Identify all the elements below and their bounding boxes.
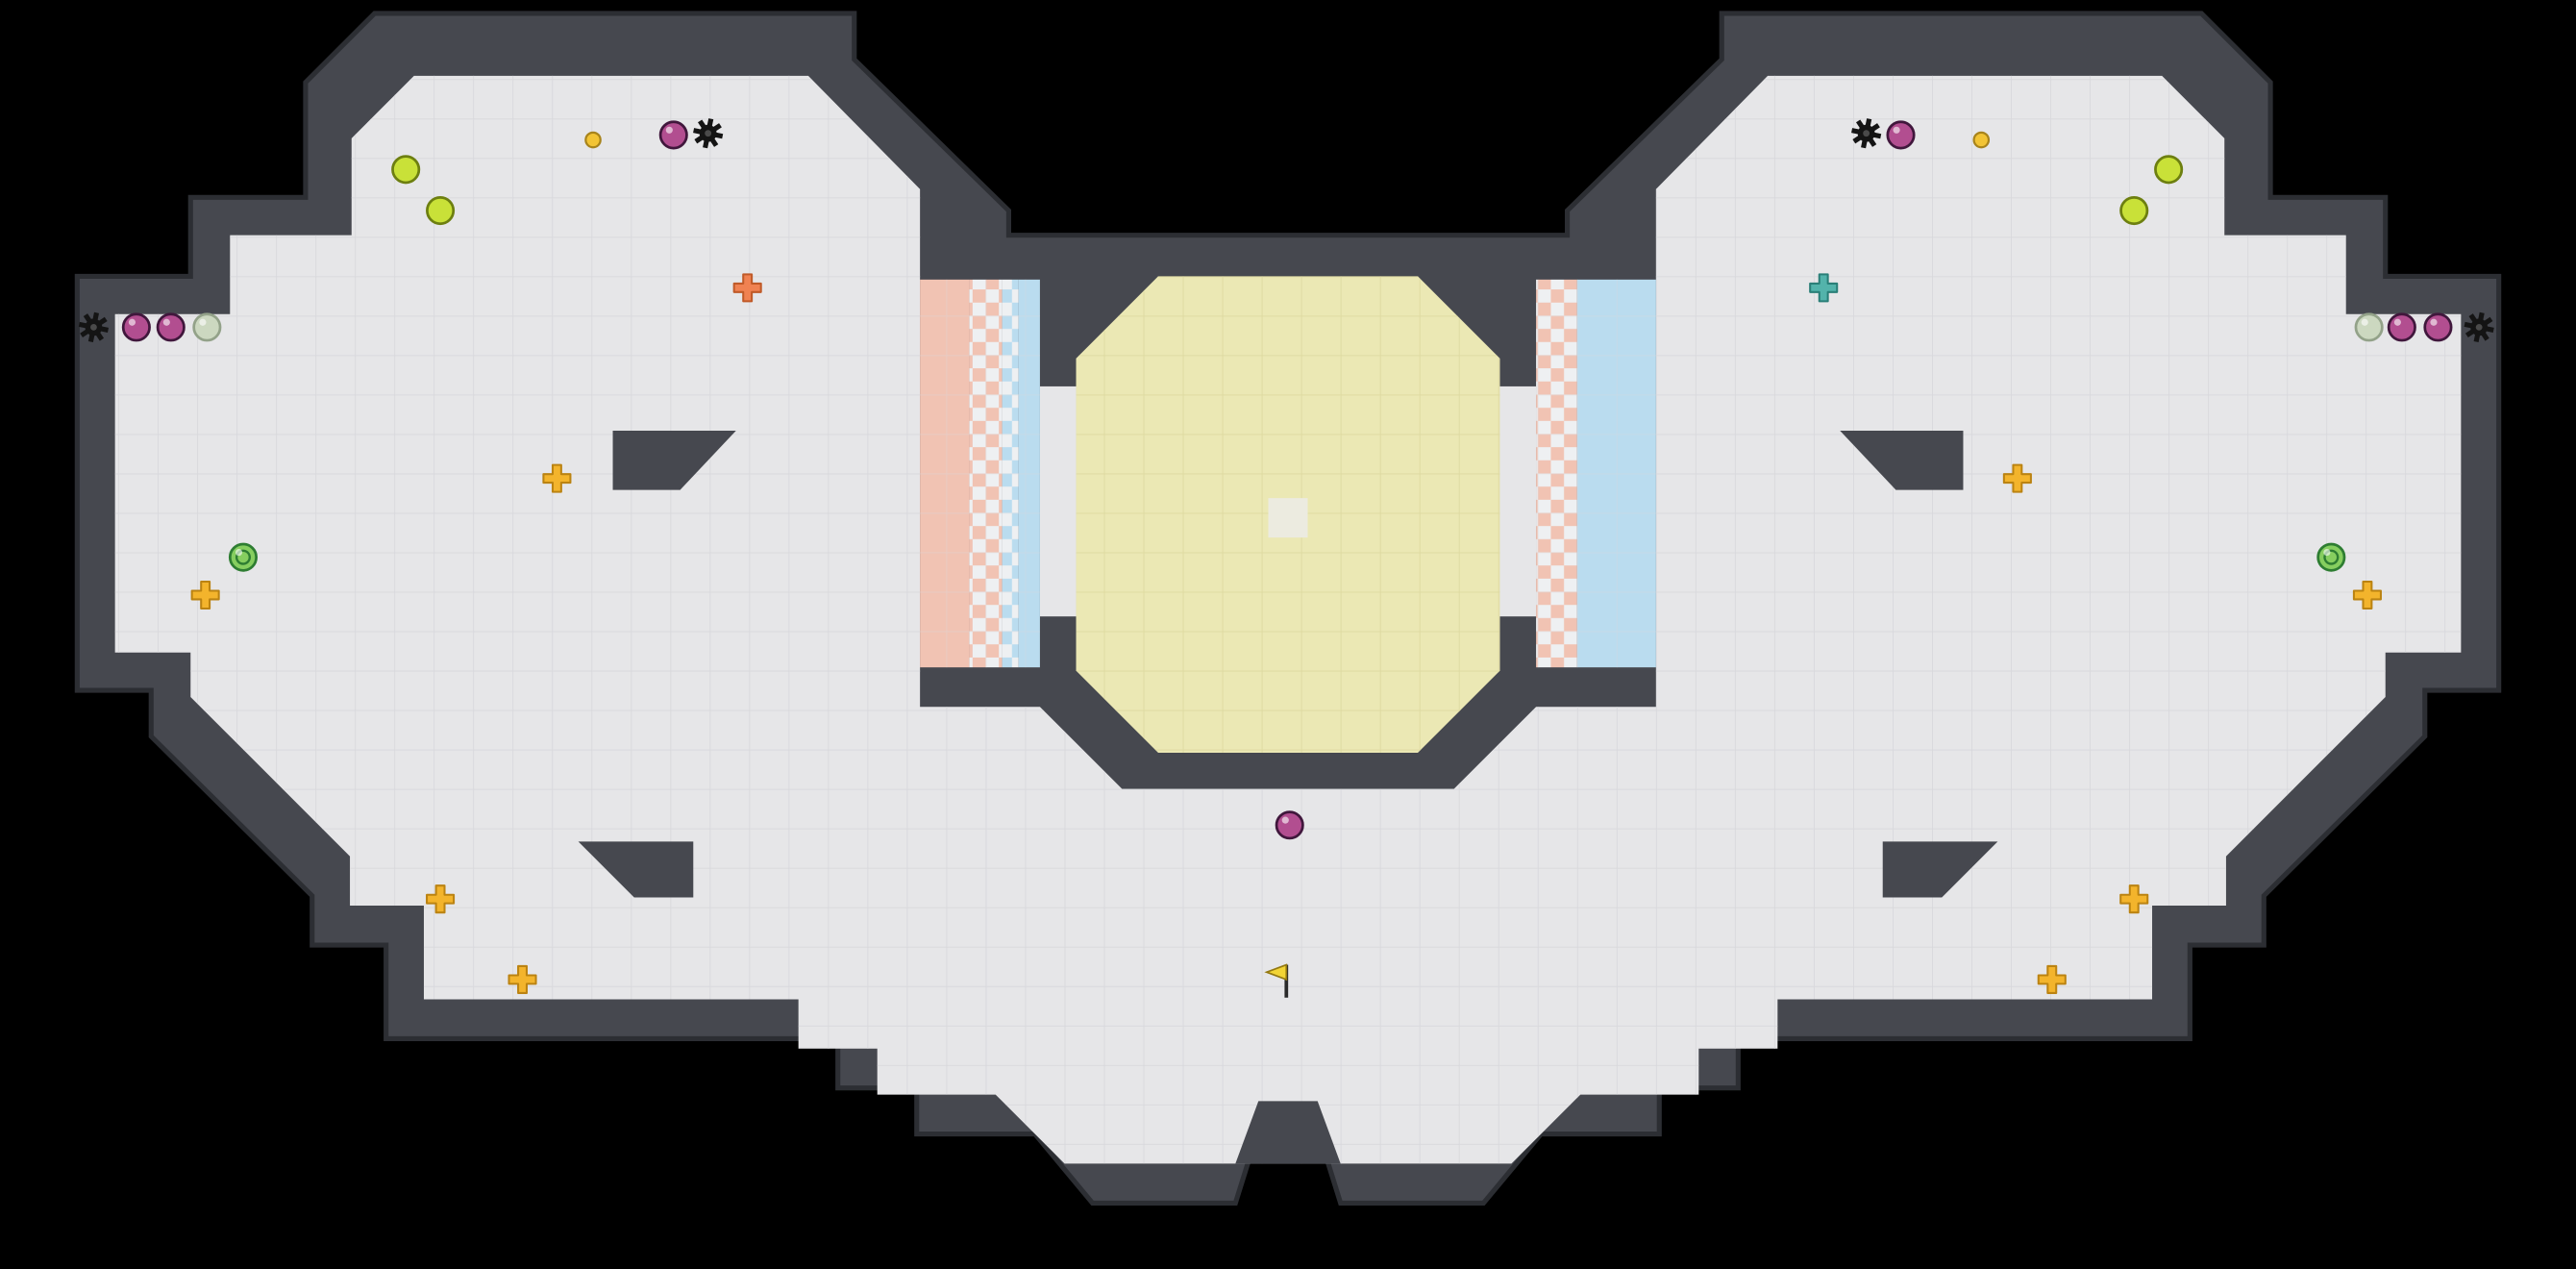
right-upper-wall-stub (1840, 431, 1964, 490)
gold-plus-entity (508, 964, 537, 994)
gold-plus-entity (2352, 580, 2382, 610)
main-floor-grid (114, 75, 2462, 1164)
lime-ball-entity (2119, 195, 2149, 226)
gold-plus-entity (542, 463, 572, 493)
purple-ball-entity (2387, 312, 2416, 342)
mine-entity (693, 118, 724, 149)
corridor-strips (920, 279, 1656, 668)
wall-stubs (578, 431, 1998, 1164)
right-lower-wall-stub (1882, 841, 1998, 898)
lime-ball-entity (2154, 155, 2184, 185)
mine-entity (1851, 118, 1882, 149)
left-lower-wall-stub (578, 841, 694, 898)
green-ball-entity (228, 542, 258, 572)
lime-ball-entity (426, 195, 456, 226)
lime-ball-entity (391, 155, 421, 185)
mine-entity (2464, 311, 2494, 342)
dot-entity (1972, 131, 1991, 149)
gold-plus-entity (426, 884, 456, 914)
gold-plus-entity (2037, 964, 2067, 994)
gold-plus-entity (2002, 463, 2032, 493)
pale-ball-entity (192, 312, 222, 342)
right-strip-grid (1536, 279, 1656, 668)
left-upper-wall-stub (612, 431, 736, 490)
purple-ball-entity (1886, 120, 1916, 150)
purple-ball-entity (2423, 312, 2453, 342)
pale-ball-entity (2354, 312, 2384, 342)
gold-plus-entity (190, 580, 220, 610)
mine-entity (78, 311, 110, 342)
purple-ball-entity (658, 120, 688, 150)
left-strip-grid (920, 279, 1040, 668)
purple-ball-entity (1275, 810, 1304, 840)
right-doorway-floor (1499, 386, 1537, 617)
bottom-notch-wall (1235, 1101, 1341, 1164)
purple-ball-entity (156, 312, 186, 342)
entities-layer (78, 118, 2494, 998)
left-doorway-floor (1039, 386, 1077, 617)
orange-plus-entity (732, 273, 762, 303)
gold-plus-entity (2119, 884, 2149, 914)
dot-entity (584, 131, 602, 149)
green-ball-entity (2316, 542, 2346, 572)
tile-entity (1268, 498, 1308, 538)
flag-entity (1264, 963, 1289, 998)
purple-ball-entity (121, 312, 151, 342)
teal-plus-entity (1809, 273, 1839, 303)
